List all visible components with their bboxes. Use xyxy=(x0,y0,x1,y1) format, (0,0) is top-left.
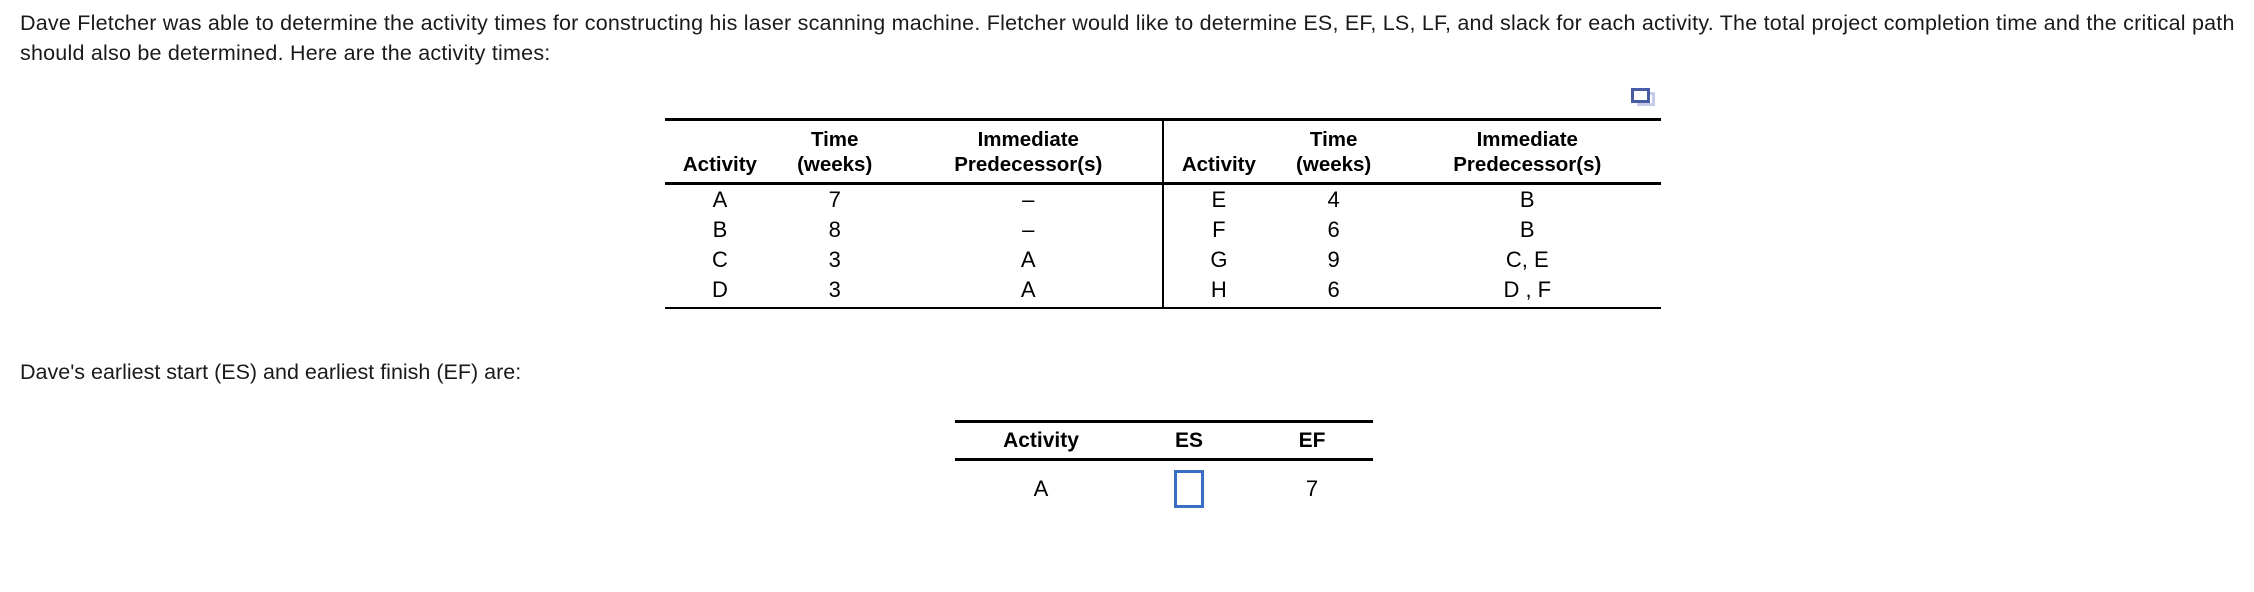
cell-activity: H xyxy=(1161,275,1274,309)
header-activity-left: Activity xyxy=(665,118,775,185)
cell-predecessors: A xyxy=(894,275,1163,309)
cell-time: 3 xyxy=(774,275,895,309)
cell-time: 9 xyxy=(1327,247,1340,272)
answer-table: Activity ES EF A 7 xyxy=(955,420,1373,517)
cell-predecessors: B xyxy=(1519,187,1535,212)
cell-activity: D xyxy=(665,275,775,309)
cell-time: 6 xyxy=(1273,275,1394,309)
header-es: ES xyxy=(1127,420,1251,461)
activity-times-table: Activity Time (weeks) Immediate Predeces… xyxy=(665,118,1661,309)
cell-time: 3 xyxy=(828,247,841,272)
table-row: B 8 – F 6 B xyxy=(665,215,1661,245)
table-header-row: Activity Time (weeks) Immediate Predeces… xyxy=(665,118,1661,185)
header-predecessors-right: Immediate Predecessor(s) xyxy=(1393,118,1661,185)
copy-windows-icon[interactable] xyxy=(1631,88,1657,108)
cell-predecessors: D , F xyxy=(1393,275,1661,309)
header-time-right: Time (weeks) xyxy=(1273,118,1394,185)
header-ef: EF xyxy=(1251,420,1373,461)
table-row: C 3 A G 9 C, E xyxy=(665,245,1661,275)
cell-activity: A xyxy=(1033,476,1049,501)
cell-predecessors: A xyxy=(1020,247,1036,272)
header-activity-right: Activity xyxy=(1161,118,1274,185)
cell-activity: C xyxy=(711,247,728,272)
answer-prompt: Dave's earliest start (ES) and earliest … xyxy=(20,360,522,384)
cell-predecessors: – xyxy=(1022,187,1035,212)
table-row: A 7 – E 4 B xyxy=(665,183,1661,215)
cell-activity: F xyxy=(1161,215,1274,245)
cell-predecessors: – xyxy=(1022,217,1035,242)
cell-predecessors: C, E xyxy=(1505,247,1549,272)
answer-table-row: A 7 xyxy=(955,460,1373,518)
cell-time: 7 xyxy=(828,187,841,212)
cell-activity: B xyxy=(712,217,728,242)
cell-time: 6 xyxy=(1327,217,1340,242)
cell-activity: E xyxy=(1161,183,1274,215)
cell-predecessors: B xyxy=(1519,217,1535,242)
header-predecessors-left: Immediate Predecessor(s) xyxy=(894,118,1163,185)
cell-activity: G xyxy=(1161,245,1274,275)
cell-time: 4 xyxy=(1327,187,1340,212)
es-input[interactable] xyxy=(1174,470,1204,508)
intro-paragraph: Dave Fletcher was able to determine the … xyxy=(20,11,2235,65)
cell-ef: 7 xyxy=(1305,476,1319,501)
cell-es xyxy=(1127,460,1251,518)
answer-header-row: Activity ES EF xyxy=(955,420,1373,461)
table-row: D 3 A H 6 D , F xyxy=(665,275,1661,309)
header-time-left: Time (weeks) xyxy=(774,118,895,185)
header-activity: Activity xyxy=(955,420,1127,461)
cell-activity: A xyxy=(712,187,728,212)
cell-time: 8 xyxy=(828,217,841,242)
